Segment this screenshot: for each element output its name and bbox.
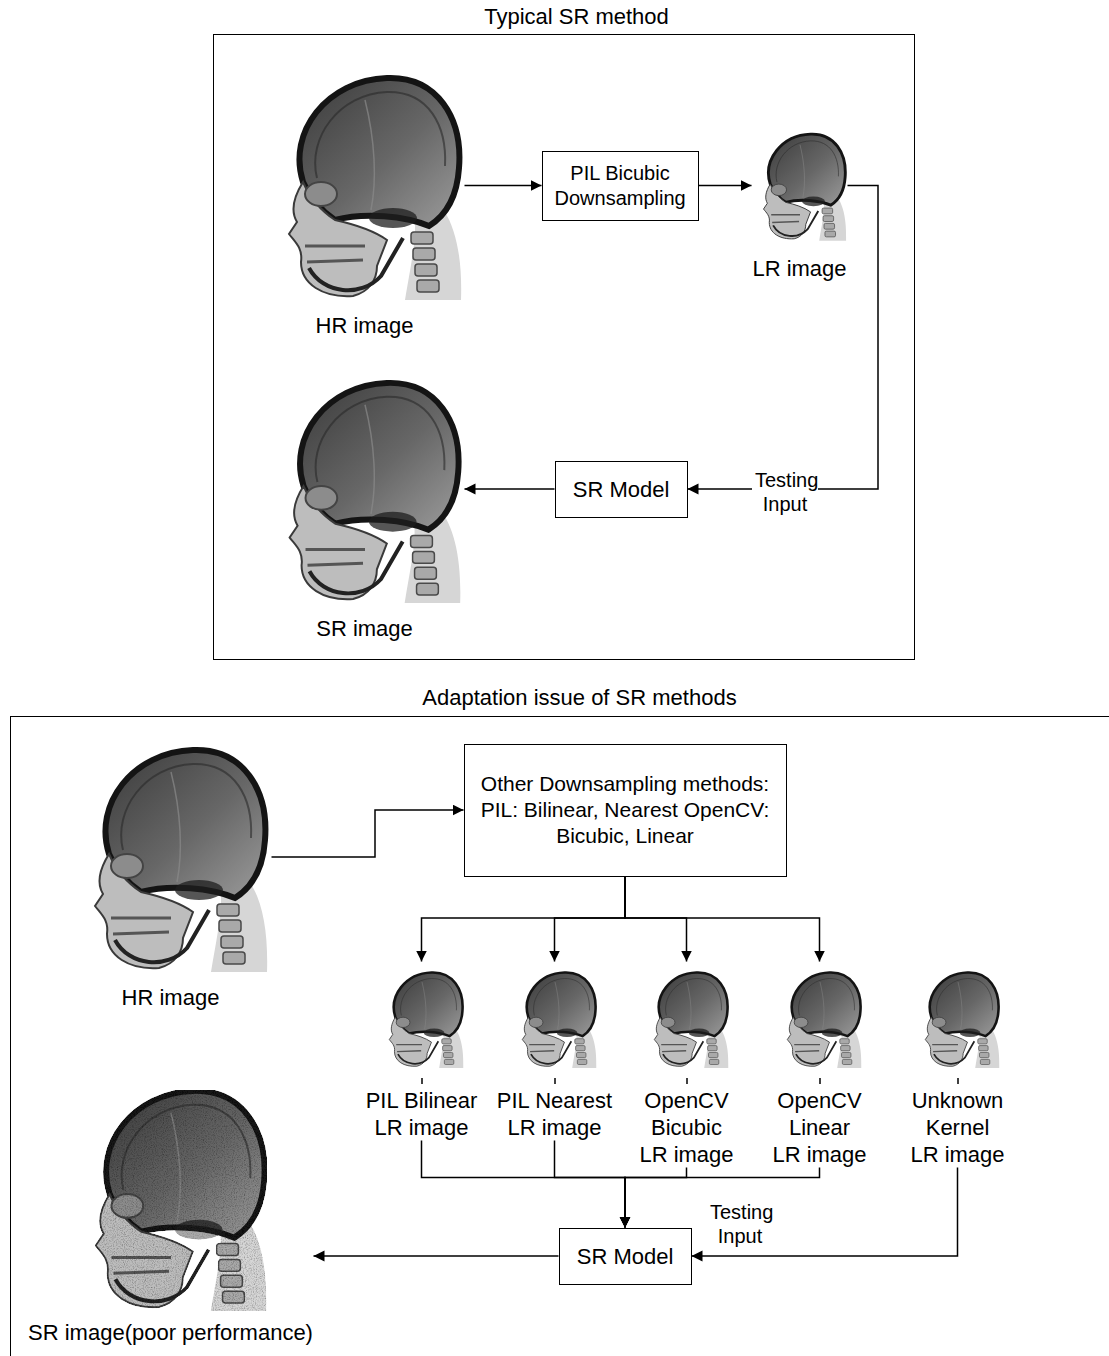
connector-arrow — [555, 1141, 626, 1228]
image-caption: SR image — [316, 615, 414, 642]
xray-image — [95, 750, 267, 972]
tick-mark — [554, 1078, 556, 1084]
xray-image — [522, 972, 596, 1067]
connector-arrow — [465, 185, 542, 187]
connector-arrow — [699, 185, 752, 187]
image-caption: OpenCV Bicubic LR image — [639, 1087, 734, 1168]
box-label: SR Model — [572, 476, 670, 503]
image-caption: OpenCV Linear LR image — [772, 1087, 867, 1168]
connector-arrow — [314, 1255, 559, 1257]
xray-image — [764, 134, 847, 241]
image-caption: SR image(poor performance) — [28, 1319, 314, 1346]
tick-mark — [421, 1078, 423, 1084]
box-label: Other Downsampling methods: PIL: Bilinea… — [481, 771, 770, 849]
connector-arrow — [625, 877, 820, 962]
xray-image — [290, 383, 461, 603]
process-box: Other Downsampling methods: PIL: Bilinea… — [464, 744, 787, 877]
noisy-xray-image — [96, 1091, 267, 1311]
connector-arrow — [688, 186, 879, 490]
edge-label: Testing Input — [707, 1200, 773, 1248]
edge-label: Testing Input — [752, 468, 818, 516]
xray-image — [389, 972, 463, 1067]
image-panel: PIL Nearest LR image — [497, 962, 613, 1141]
xray-image — [925, 972, 999, 1067]
xray-image — [654, 972, 728, 1067]
process-box: SR Model — [559, 1228, 692, 1285]
connector-arrow — [692, 1168, 958, 1257]
section-frame: Typical SR methodHR imagePIL Bicubic Dow… — [213, 34, 915, 660]
tick-mark — [686, 1078, 688, 1084]
image-panel: LR image — [752, 128, 848, 282]
image-caption: HR image — [315, 312, 414, 339]
box-label: PIL Bicubic Downsampling — [555, 161, 686, 211]
image-panel: SR image(poor performance) — [28, 1083, 314, 1346]
image-panel: Unknown Kernel LR image — [910, 962, 1005, 1168]
image-panel: HR image — [265, 70, 465, 339]
connector-arrow — [272, 810, 464, 857]
connector-arrow — [465, 488, 555, 490]
box-label: SR Model — [576, 1243, 674, 1270]
image-caption: PIL Nearest LR image — [497, 1087, 613, 1141]
section-title: Adaptation issue of SR methods — [422, 684, 738, 711]
xray-image — [289, 78, 461, 300]
tick-marks — [422, 1078, 958, 1084]
image-panel: OpenCV Bicubic LR image — [639, 962, 734, 1168]
tick-mark — [957, 1078, 959, 1084]
image-panel: HR image — [70, 742, 272, 1011]
image-panel: SR image — [265, 375, 465, 642]
tick-mark — [819, 1078, 821, 1084]
image-caption: HR image — [121, 984, 220, 1011]
connector-arrow — [625, 1168, 687, 1228]
section-frame: Adaptation issue of SR methodsHR imageOt… — [10, 716, 1109, 1356]
image-panel: PIL Bilinear LR image — [366, 962, 478, 1141]
section-title: Typical SR method — [484, 3, 670, 30]
xray-image — [787, 972, 861, 1067]
connector-arrow — [555, 877, 626, 962]
process-box: PIL Bicubic Downsampling — [542, 151, 699, 221]
image-panel: OpenCV Linear LR image — [772, 962, 867, 1168]
connector-arrow — [422, 1141, 626, 1228]
process-box: SR Model — [555, 461, 688, 518]
image-caption: PIL Bilinear LR image — [366, 1087, 478, 1141]
image-caption: Unknown Kernel LR image — [910, 1087, 1005, 1168]
connector-arrow — [625, 877, 687, 962]
image-caption: LR image — [752, 255, 848, 282]
connector-arrow — [422, 877, 626, 962]
